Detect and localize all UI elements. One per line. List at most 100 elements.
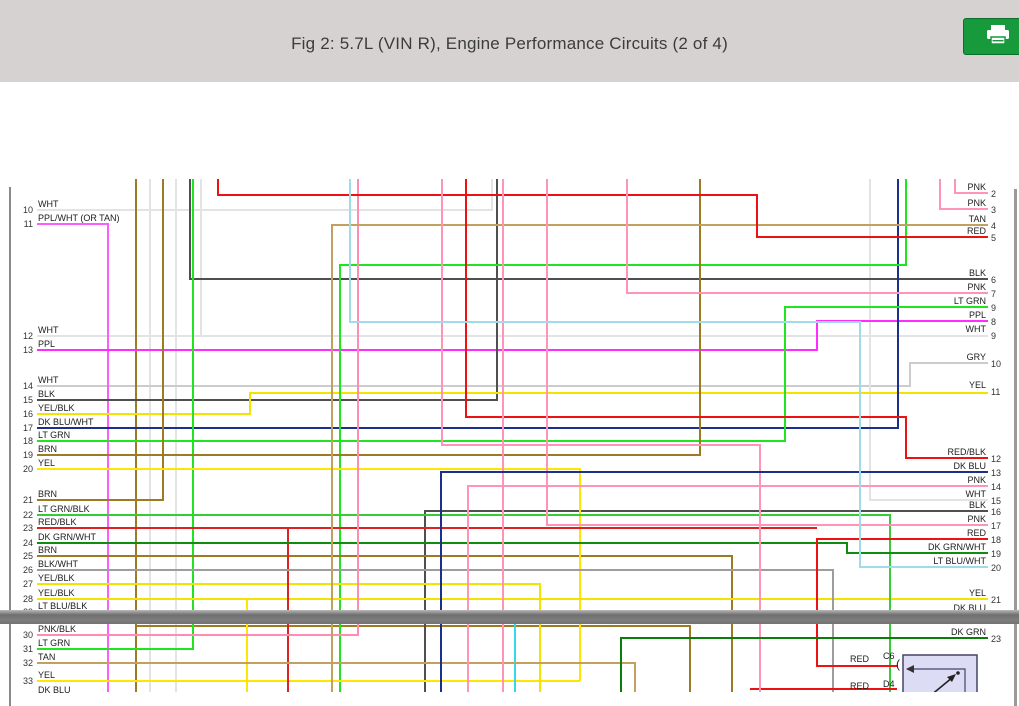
left-circuit-number: 26 (22, 565, 33, 575)
left-wire-color-label: PPL/WHT (OR TAN) (38, 213, 120, 223)
right-pin-number: 18 (991, 535, 1002, 545)
left-circuit-number: 15 (22, 395, 33, 405)
diagram-right-border (1014, 189, 1017, 706)
wire-wht (37, 179, 493, 211)
left-wire-color-label: LT GRN/BLK (38, 504, 90, 514)
title-bar: Fig 2: 5.7L (VIN R), Engine Performance … (0, 0, 1019, 82)
left-wire-color-label: LT GRN (38, 430, 71, 440)
wire-tan (37, 662, 636, 692)
wire-gry (37, 362, 988, 387)
left-wire-color-label: DK GRN/WHT (38, 532, 96, 542)
right-wire-color-label: RED (966, 528, 986, 538)
wire-pnk (441, 179, 761, 692)
left-circuit-number: 11 (23, 219, 33, 229)
wire-blk (189, 179, 988, 280)
figure-title: Fig 2: 5.7L (VIN R), Engine Performance … (291, 34, 728, 53)
left-wire-color-label: BLK/WHT (38, 559, 79, 569)
right-wire-color-label: WHT (965, 489, 987, 499)
wire-dk-blu-wht (37, 179, 899, 429)
right-pin-number: 11 (991, 387, 1001, 397)
right-wire-color-label: PNK (967, 282, 986, 292)
right-pin-number: 9 (991, 303, 997, 313)
right-wire-color-label: RED (966, 226, 986, 236)
right-wire-color-label: PNK (967, 198, 986, 208)
connector-name: C6 (883, 651, 895, 661)
right-pin-number: 12 (991, 454, 1002, 464)
right-wire-color-label: DK GRN (950, 627, 986, 637)
wire-lt-blu-wht (349, 179, 988, 568)
jump-arrow-dot-icon (956, 671, 960, 675)
right-wire-color-label: PNK (967, 475, 986, 485)
right-pin-number: 9 (991, 331, 997, 341)
right-wire-color-label: DK BLU (953, 461, 986, 471)
wire-pnk (546, 179, 988, 526)
right-wire-color-label: TAN (968, 214, 986, 224)
left-circuit-number: 24 (22, 538, 33, 548)
wire-yel-blk (37, 392, 988, 415)
connector-entry-paren: ( (896, 657, 900, 671)
connector-wire-label-2: RED (850, 681, 870, 691)
left-circuit-number: 25 (22, 551, 33, 561)
left-circuit-number: 22 (22, 510, 33, 520)
left-wire-color-label: PNK/BLK (38, 624, 77, 634)
right-pin-number: 4 (991, 221, 997, 231)
right-wire-color-label: DK GRN/WHT (928, 542, 986, 552)
wire-tan (331, 224, 988, 692)
left-wire-color-label: YEL/BLK (38, 573, 75, 583)
left-circuit-number: 30 (22, 630, 33, 640)
wire-ppl-wht (37, 223, 109, 692)
left-circuit-number: 16 (22, 409, 33, 419)
right-pin-number: 14 (991, 482, 1002, 492)
left-wire-color-label: YEL/BLK (38, 588, 75, 598)
right-pin-number: 20 (991, 563, 1002, 573)
left-circuit-number: 33 (22, 676, 33, 686)
right-wire-color-label: PNK (967, 514, 986, 524)
left-wire-color-label: YEL/BLK (38, 403, 75, 413)
right-pin-number: 21 (991, 595, 1002, 605)
right-wire-color-label: RED/BLK (947, 447, 986, 457)
left-wire-color-label: BRN (38, 545, 58, 555)
left-wire-color-label: RED/BLK (38, 517, 77, 527)
connector-box (902, 654, 978, 692)
left-circuit-number: 32 (22, 658, 33, 668)
right-wire-color-label: PNK (967, 182, 986, 192)
wire-red (465, 179, 988, 459)
right-pin-number: 15 (991, 496, 1002, 506)
wire-ppl (37, 320, 988, 351)
wire-lt-grn (37, 306, 988, 442)
wire-pnk (954, 179, 988, 194)
left-circuit-number: 18 (22, 436, 33, 446)
bottom-toolbar (0, 610, 1019, 624)
left-circuit-number: 28 (22, 594, 33, 604)
right-pin-number: 8 (991, 317, 997, 327)
wire-pnk-blk (37, 179, 359, 636)
left-circuit-number: 21 (22, 495, 33, 505)
right-pin-number: 17 (991, 521, 1002, 531)
left-wire-color-label: WHT (38, 199, 59, 209)
wire-brn (37, 179, 164, 501)
printer-icon (985, 24, 1011, 49)
right-pin-number: 16 (991, 507, 1002, 517)
left-circuit-number: 13 (22, 345, 33, 355)
right-pin-number: 2 (991, 189, 997, 199)
left-wire-color-label: BRN (38, 489, 58, 499)
left-wire-color-label: BLK (38, 389, 56, 399)
right-wire-color-label: BLK (968, 268, 986, 278)
left-wire-color-label: TAN (38, 652, 56, 662)
left-circuit-number: 20 (22, 464, 33, 474)
left-wire-color-label: YEL (38, 670, 56, 680)
left-circuit-number: 27 (22, 579, 33, 589)
left-circuit-number: 17 (22, 423, 33, 433)
wire-wht (869, 179, 988, 501)
right-wire-color-label: GRY (966, 352, 986, 362)
left-circuit-number: 12 (22, 331, 33, 341)
print-button[interactable] (963, 18, 1019, 55)
wire-brn (37, 179, 701, 456)
right-pin-number: 7 (991, 289, 997, 299)
left-circuit-number: 31 (22, 644, 33, 654)
right-wire-color-label: YEL (968, 380, 986, 390)
right-wire-color-label: LT BLU/WHT (933, 556, 986, 566)
wire-pnk (939, 179, 988, 210)
right-wire-color-label: DK BLU (953, 603, 986, 613)
